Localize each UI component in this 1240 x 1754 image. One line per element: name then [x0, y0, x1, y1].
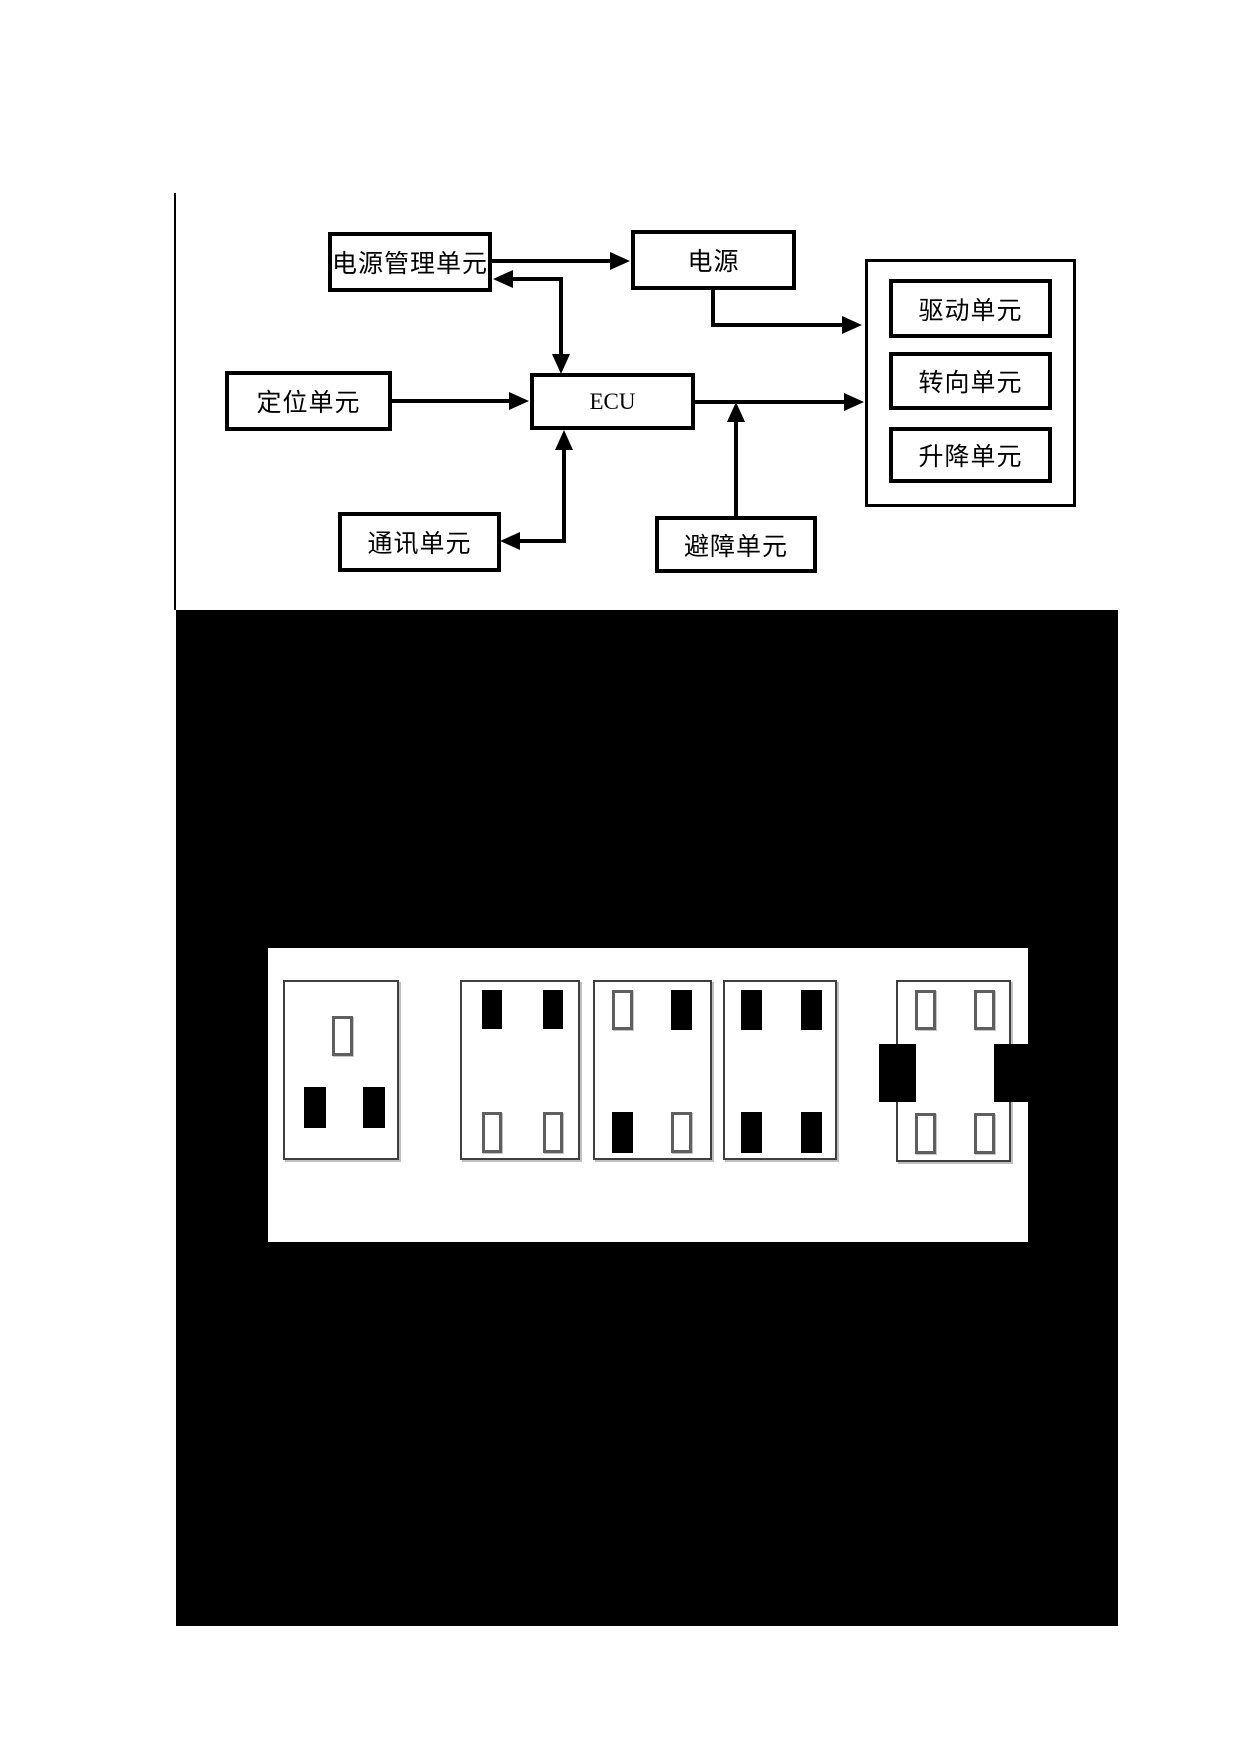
arrow-pmu-to-power-head-icon	[610, 252, 630, 270]
node-power-management-unit: 电源管理单元	[328, 232, 492, 292]
wheel-drive-mid-left	[879, 1044, 916, 1102]
arrow-positioning-to-ecu-head-icon	[509, 392, 529, 410]
node-lifting-unit-label: 升降单元	[918, 444, 1023, 471]
arrow-ecu-to-actuators-line	[695, 400, 845, 404]
node-drive-unit: 驱动单元	[889, 279, 1052, 338]
wheel-top-left	[915, 990, 936, 1030]
wheel-top-right	[974, 990, 995, 1030]
connector-ecu-comm-hline	[518, 539, 566, 543]
node-steering-unit: 转向单元	[889, 352, 1052, 410]
node-communication-unit-label: 通讯单元	[367, 531, 472, 558]
node-power-management-unit-label: 电源管理单元	[332, 251, 489, 278]
wheel-caster-top-center	[332, 1016, 353, 1056]
connector-pmu-ecu-vline	[559, 277, 563, 356]
wheel-bottom-left	[612, 1112, 633, 1153]
arrow-obstacle-to-ecu-head-icon	[727, 402, 745, 422]
arrow-ecu-to-comm-head-icon	[500, 532, 520, 550]
node-ecu: ECU	[530, 373, 695, 430]
arrow-obstacle-to-ecu-line	[734, 420, 738, 516]
wheel-bottom-left	[482, 1112, 502, 1153]
module-three-wheel	[283, 980, 399, 1160]
arrow-power-to-actuators-vline	[711, 290, 715, 327]
wheel-top-right	[671, 990, 692, 1030]
wheel-bottom-right	[543, 1112, 563, 1153]
node-power-supply: 电源	[631, 230, 796, 290]
wheel-top-left	[612, 990, 633, 1030]
actuator-group-box: 驱动单元 转向单元 升降单元	[865, 259, 1076, 507]
wheel-drive-bottom-right	[363, 1087, 385, 1128]
node-power-supply-label: 电源	[687, 249, 740, 276]
wheel-drive-mid-right	[994, 1044, 1031, 1102]
wheel-bottom-right	[671, 1112, 692, 1153]
connector-pmu-ecu-hline	[511, 277, 562, 281]
wheel-configuration-panel: 三轮 四轮 六轮	[268, 948, 1031, 1242]
wheel-top-left	[482, 990, 502, 1029]
arrow-positioning-to-ecu-line	[392, 399, 511, 403]
wheel-bottom-right	[801, 1112, 822, 1153]
wheel-drive-bottom-left	[304, 1087, 326, 1128]
node-steering-unit-label: 转向单元	[918, 370, 1023, 397]
module-four-wheel-a	[460, 980, 580, 1160]
wheel-bottom-right	[974, 1113, 995, 1154]
module-four-wheel-b	[593, 980, 712, 1160]
connector-ecu-comm-vline	[562, 448, 566, 543]
node-positioning-unit-label: 定位单元	[256, 390, 361, 417]
node-communication-unit: 通讯单元	[338, 512, 501, 572]
arrow-pmu-to-ecu-head-icon	[552, 354, 570, 374]
node-drive-unit-label: 驱动单元	[918, 297, 1023, 325]
wheel-bottom-left	[915, 1113, 936, 1154]
node-obstacle-avoidance-unit: 避障单元	[655, 516, 817, 573]
figure-black-background: 三轮 四轮 六轮	[176, 610, 1118, 1626]
node-lifting-unit: 升降单元	[889, 427, 1052, 483]
wheel-bottom-left	[741, 1112, 762, 1153]
module-six-wheel	[879, 980, 1031, 1162]
module-four-wheel-c	[723, 980, 837, 1160]
arrow-ecu-to-pmu-head-icon	[493, 270, 513, 288]
node-positioning-unit: 定位单元	[225, 371, 392, 431]
node-obstacle-avoidance-unit-label: 避障单元	[683, 533, 788, 561]
node-ecu-label: ECU	[589, 388, 636, 414]
wheel-top-right	[543, 990, 563, 1029]
arrow-power-to-actuators-head-icon	[842, 316, 862, 334]
arrow-pmu-to-power-line	[492, 259, 612, 263]
figure-left-rule	[174, 193, 176, 610]
arrow-comm-to-ecu-head-icon	[555, 430, 573, 450]
arrow-ecu-to-actuators-head-icon	[844, 393, 864, 411]
wheel-top-left	[741, 990, 762, 1030]
arrow-power-to-actuators-hline	[711, 323, 844, 327]
wheel-top-right	[801, 990, 822, 1030]
